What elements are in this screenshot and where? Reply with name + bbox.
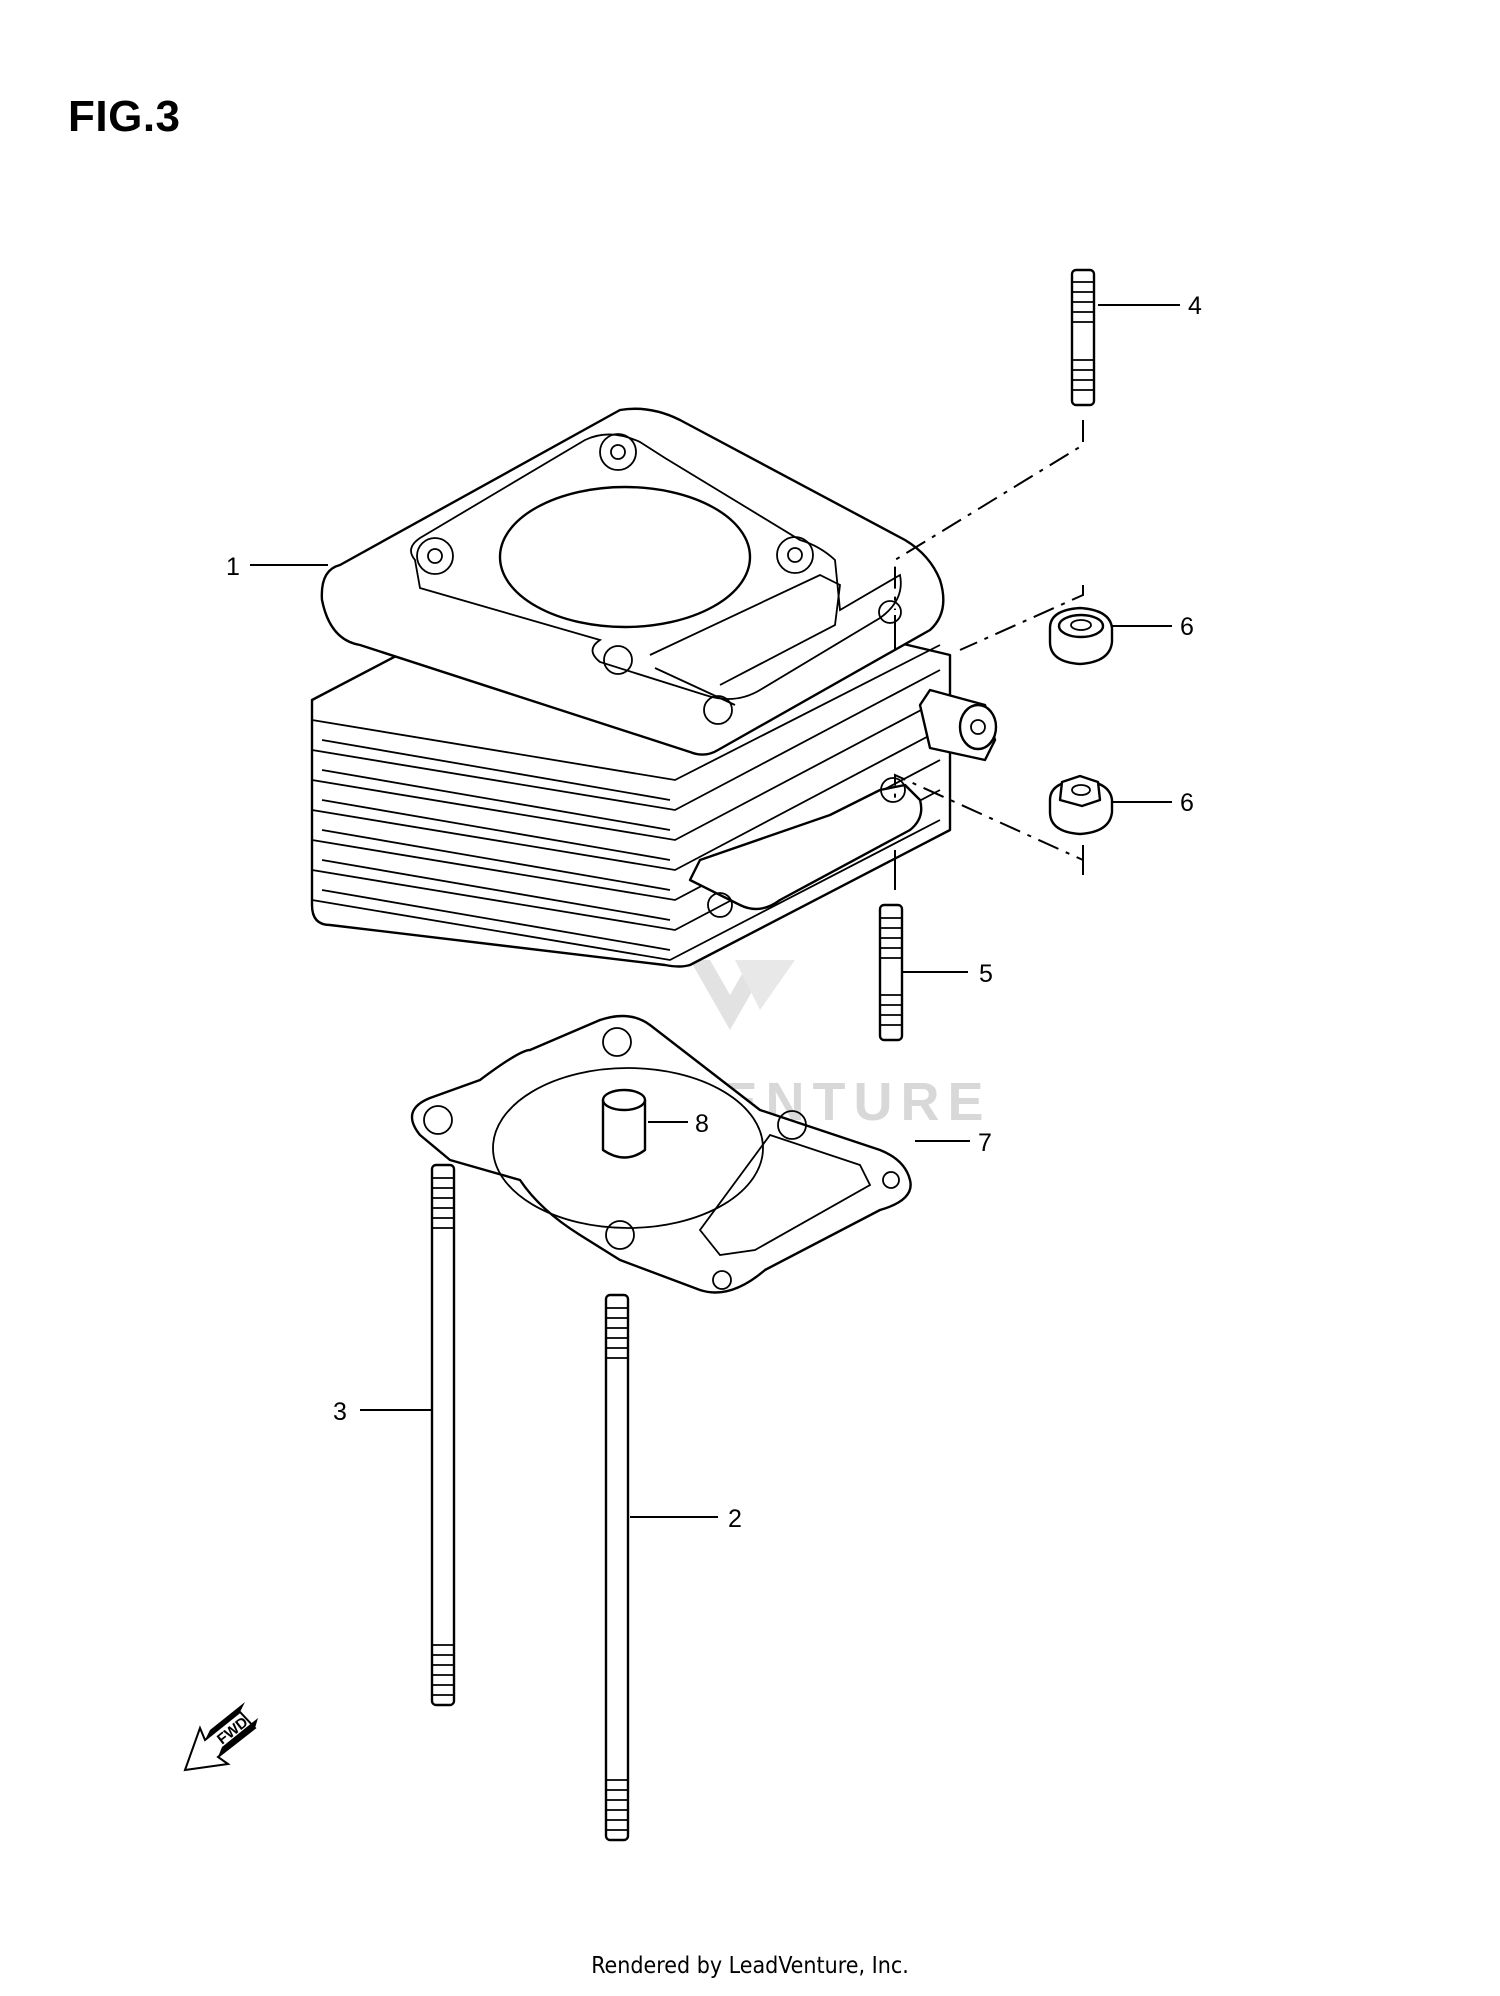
gasket-part[interactable] [410, 1014, 912, 1294]
callout-2: 2 [728, 1505, 742, 1533]
stud-4-part[interactable] [1070, 268, 1096, 407]
nut-upper-part[interactable] [1048, 606, 1114, 666]
fwd-arrow-icon: FWD [183, 1702, 258, 1772]
callout-4: 4 [1188, 292, 1202, 320]
footer-credit: Rendered by LeadVenture, Inc. [591, 1953, 909, 1979]
assembly-lines [894, 420, 1084, 890]
stud-3-part[interactable] [430, 1163, 456, 1707]
stud-5-part[interactable] [878, 903, 904, 1042]
callout-3: 3 [333, 1398, 347, 1426]
nut-lower-part[interactable] [1048, 774, 1114, 836]
callout-labels: 1 2 3 4 5 6 6 7 8 [226, 292, 1202, 1533]
figure-title: FIG.3 [68, 92, 181, 141]
cylinder-part[interactable] [310, 407, 998, 968]
callout-5: 5 [979, 960, 993, 988]
callout-6-upper: 6 [1180, 613, 1194, 641]
callout-1: 1 [226, 553, 240, 581]
leader-lines [250, 304, 1180, 1518]
callout-8: 8 [695, 1110, 709, 1138]
callout-7: 7 [978, 1129, 992, 1157]
stud-2-part[interactable] [604, 1293, 630, 1842]
dowel-pin-part[interactable] [601, 1088, 647, 1159]
callout-6-lower: 6 [1180, 789, 1194, 817]
